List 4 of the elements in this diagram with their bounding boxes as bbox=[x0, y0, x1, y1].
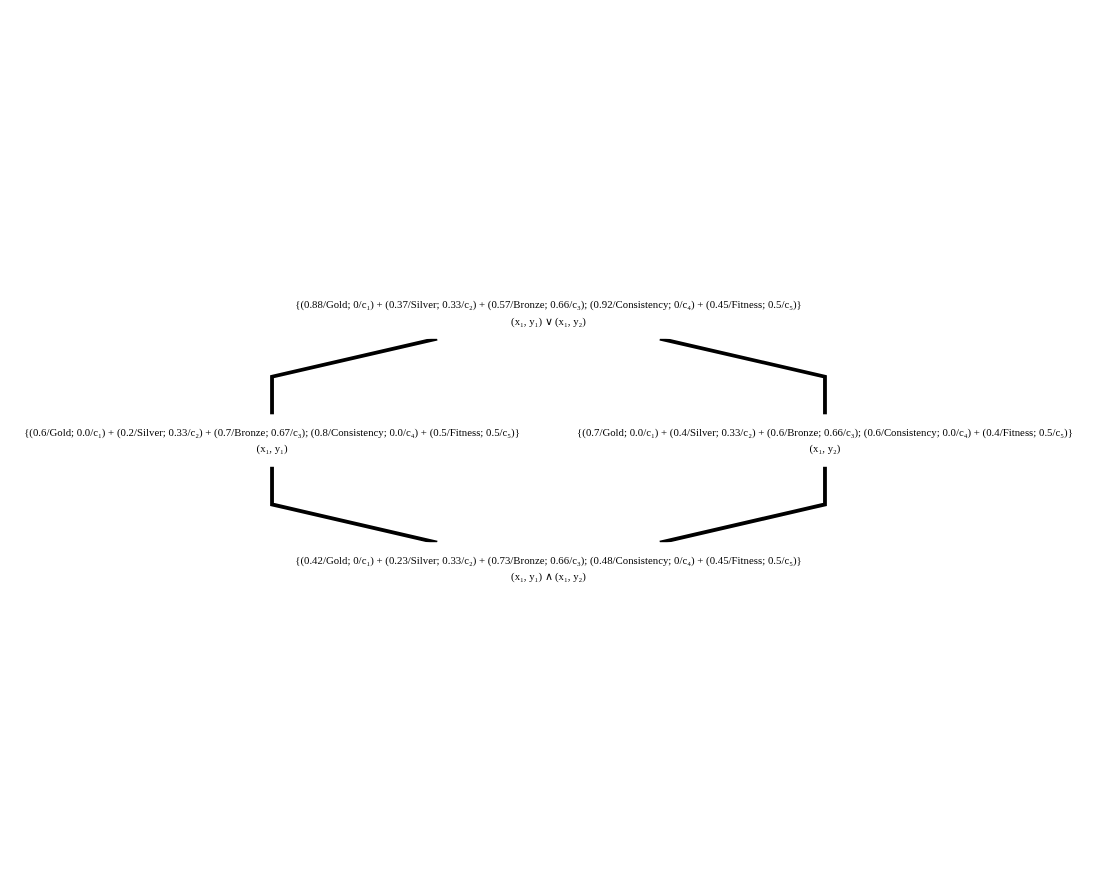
node-text: {(0.42/Gold; 0/c₁) + (0.23/Silver; 0.33/c₂) + (0.73/Bronze; 0.66/c₃); (0.48/Consistency; 0/c₄) + (0.45/Fitness; 0.5/c₅)} (x₁, y₁) ∧ (x₁, y₂) bbox=[295, 553, 802, 583]
node-text: {(0.6/Gold; 0.0/c₁) + (0.2/Silver; 0.33/c₂) + (0.7/Bronze; 0.67/c₃); (0.8/Consistency; 0.0/c₄) + (0.5/Fitness; 0.5/c₅)} (x₁, y₁) bbox=[24, 426, 520, 455]
node-text: {(0.7/Gold; 0.0/c₁) + (0.4/Silver; 0.33/c₂) + (0.6/Bronze; 0.66/c₃); (0.6/Consistency; 0.0/c₄) + (0.4/Fitness; 0.5/c₅)} (x₁, y₂) bbox=[577, 426, 1073, 455]
node-text: {(0.88/Gold; 0/c₁) + (0.37/Silver; 0.33/c₂) + (0.57/Bronze; 0.66/c₃); (0.92/Consistency; 0/c₄) + (0.45/Fitness; 0.5/c₅)} (x₁, y₁) ∨ (x₁, y₂) bbox=[295, 298, 802, 327]
